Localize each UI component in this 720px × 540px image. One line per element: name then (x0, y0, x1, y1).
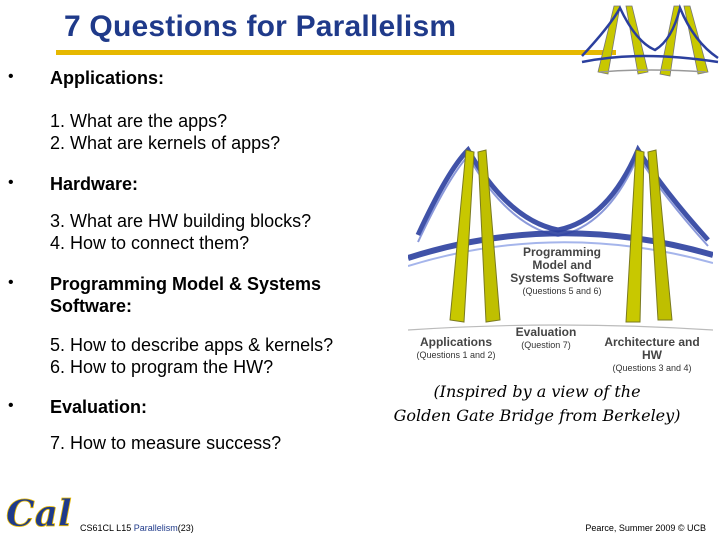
footer-course-suffix: (23) (177, 523, 194, 533)
footer-course-topic: Parallelism (133, 523, 178, 533)
footer-course-prefix: CS61CL L15 (80, 523, 134, 533)
question-5: 5. How to describe apps & kernels? (50, 335, 334, 355)
question-2: 2. What are kernels of apps? (50, 133, 281, 153)
page-title: 7 Questions for Parallelism (64, 10, 457, 43)
title-underline (56, 50, 616, 55)
label-evaluation-sub: (Question 7) (521, 340, 571, 350)
heading-hardware: Hardware: (50, 174, 139, 194)
question-6: 6. How to program the HW? (50, 357, 274, 377)
bullet-evaluation: • (8, 397, 14, 414)
bullet-hardware: • (8, 174, 14, 191)
label-programming-line-1: Programming (522, 245, 601, 259)
heading-programming-line-1: Programming Model & Systems (50, 274, 322, 294)
heading-programming-line-2: Software: (50, 296, 133, 316)
bridge-logo-icon (581, 4, 719, 77)
label-evaluation-text: Evaluation (515, 325, 577, 339)
label-programming-line-2: Model and (532, 258, 592, 272)
bullet-programming: • (8, 274, 14, 291)
footer-course: CS61CL L15 Parallelism(23) (80, 523, 194, 533)
label-applications-text: Applications (419, 335, 492, 349)
question-1: 1. What are the apps? (50, 111, 228, 131)
question-4: 4. How to connect them? (50, 233, 250, 253)
label-programming-line-3: Systems Software (510, 271, 614, 285)
question-3: 3. What are HW building blocks? (50, 211, 312, 231)
label-architecture: Architecture and HW (Questions 3 and 4) (594, 336, 710, 375)
label-architecture-sub: (Questions 3 and 4) (612, 363, 692, 373)
label-programming-sub: (Questions 5 and 6) (522, 286, 602, 296)
label-programming-model: Programming Model and Systems Software (… (502, 246, 622, 298)
footer-credit: Pearce, Summer 2009 © UCB (585, 523, 706, 533)
heading-evaluation: Evaluation: (50, 397, 148, 417)
label-applications-sub: (Questions 1 and 2) (416, 350, 496, 360)
caption-line-2: Golden Gate Bridge from Berkeley) (393, 406, 681, 425)
bullet-applications: • (8, 68, 14, 85)
bridge-illustration (408, 144, 713, 331)
label-evaluation: Evaluation (Question 7) (508, 326, 584, 352)
label-architecture-text: Architecture and HW (604, 335, 700, 362)
question-7: 7. How to measure success? (50, 433, 282, 453)
cal-logo-icon: Cal (6, 493, 72, 536)
label-applications: Applications (Questions 1 and 2) (408, 336, 504, 362)
caption-line-1: (Inspired by a view of the (433, 382, 641, 401)
heading-applications: Applications: (50, 68, 165, 88)
bridge-caption: (Inspired by a view of the Golden Gate B… (372, 380, 702, 428)
bridge-diagram: Programming Model and Systems Software (… (408, 130, 713, 373)
svg-text:Cal: Cal (6, 493, 72, 535)
